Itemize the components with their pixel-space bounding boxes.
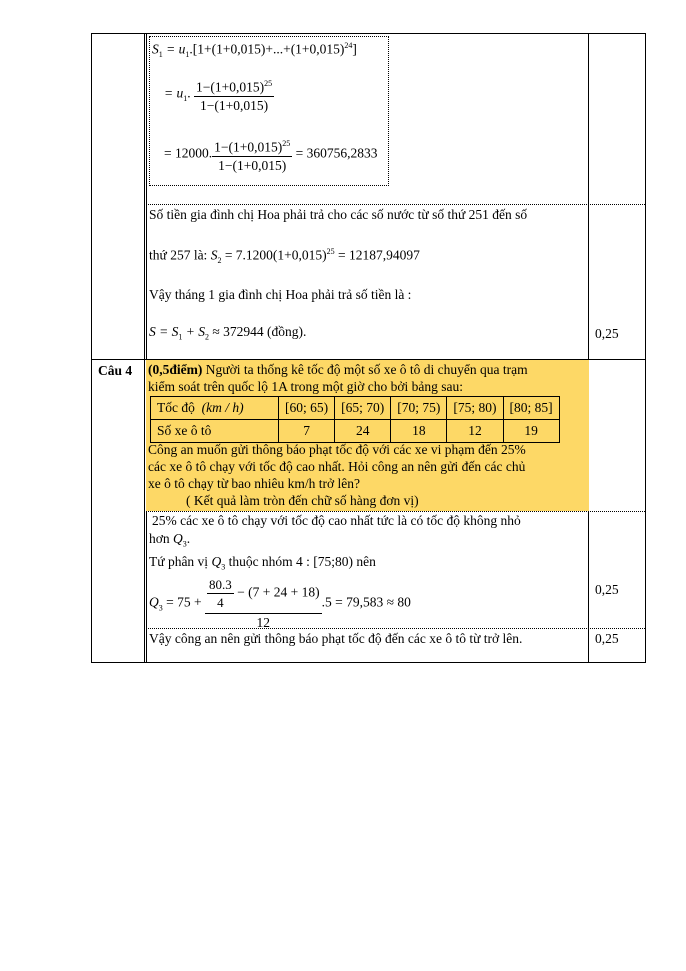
interval-cell: [70; 75) [390, 396, 448, 420]
count-cell: 18 [390, 419, 448, 443]
math: .5 = 79,583 ≈ 80 [321, 594, 411, 610]
text-line: xe ô tô chạy từ bao nhiêu km/h trở lên? [148, 476, 361, 491]
math: = 360756,2833 [295, 145, 378, 161]
divider [146, 34, 147, 662]
math: .[1+(1+0,015)+...+(1+0,015) [189, 41, 345, 57]
text: Người ta thống kê tốc độ một số xe ô tô … [202, 362, 528, 377]
text: thứ 257 là: [149, 247, 211, 263]
math: 24 [344, 41, 353, 50]
count-cell: 12 [446, 419, 504, 443]
score: 0,25 [595, 326, 619, 341]
math: 80.3 [206, 577, 234, 594]
math: 1 [158, 50, 163, 60]
text: thuộc nhóm 4 : [75;80) nên [225, 554, 376, 569]
interval-cell: [75; 80) [446, 396, 504, 420]
math: = u [164, 85, 184, 101]
text: Tứ phân vị [149, 554, 212, 569]
math: 1−(1+0,015) [196, 79, 265, 95]
score: 0,25 [595, 631, 619, 646]
text-line: Tứ phân vị Q3 thuộc nhóm 4 : [75;80) nên [149, 554, 376, 572]
math: S = S [149, 324, 179, 339]
divider [146, 511, 645, 512]
math: Q [149, 594, 159, 610]
text-line: S = S1 + S2 ≈ 372944 (đồng). [149, 324, 306, 342]
text-line: Vậy tháng 1 gia đình chị Hoa phải trả số… [149, 287, 412, 302]
math: = 7.1200(1+0,015) [221, 247, 327, 263]
interval-cell: [80; 85] [502, 396, 560, 420]
count-cell: 7 [277, 419, 336, 443]
math: 1 [183, 94, 188, 104]
math: 12 [256, 615, 271, 630]
divider [588, 34, 589, 662]
math: 1 [178, 332, 183, 342]
text-line: ( Kết quả làm tròn đến chữ số hàng đơn v… [186, 493, 419, 508]
math: = 75 + [162, 594, 205, 610]
math: 1−(1+0,015) [214, 139, 283, 155]
text-line: Công an muốn gửi thông báo phạt tốc độ v… [148, 442, 526, 457]
text-line: (0,5điểm) Người ta thống kê tốc độ một s… [148, 362, 528, 378]
math: 4 [217, 595, 224, 610]
math: 2 [217, 256, 222, 266]
question-highlight: (0,5điểm) Người ta thống kê tốc độ một s… [146, 360, 589, 511]
score: 0,25 [595, 582, 619, 597]
interval-cell: [60; 65) [277, 396, 336, 420]
text-line: 25% các xe ô tô chạy với tốc độ cao nhất… [152, 513, 521, 528]
text-line: thứ 257 là: S2 = 7.1200(1+0,015)25 = 121… [149, 247, 420, 265]
math: 25 [326, 247, 335, 256]
math: Q [173, 531, 183, 546]
divider [146, 204, 645, 205]
divider [92, 359, 645, 360]
math: + S [182, 324, 205, 339]
question-label: Câu 4 [98, 363, 133, 378]
math: 3 [158, 603, 163, 613]
math: 1−(1+0,015) [218, 157, 287, 173]
math: ≈ 372944 [209, 324, 264, 339]
text: (đồng). [263, 324, 307, 339]
formula-s1-line1: S1 = u1.[1+(1+0,015)+...+(1+0,015)24] [152, 41, 357, 59]
text-line: Vậy công an nên gửi thông báo phạt tốc đ… [149, 631, 523, 646]
math: = u [162, 41, 186, 57]
formula-box-s1: S1 = u1.[1+(1+0,015)+...+(1+0,015)24] = … [149, 36, 389, 186]
math: 1 [185, 50, 190, 60]
interval-cell: [65; 70) [334, 396, 392, 420]
math: Q [211, 554, 222, 569]
math: 2 [205, 332, 209, 342]
math: = 12187,94097 [334, 247, 420, 263]
text-line: Số tiền gia đình chị Hoa phải trả cho cá… [149, 207, 528, 222]
text-line: hơn Q3. [149, 531, 191, 549]
speed-table: Tốc độ (km / h) [60; 65)[65; 70)[70; 75)… [150, 396, 560, 443]
points: (0,5điểm) [148, 362, 203, 377]
math: 1−(1+0,015) [200, 97, 269, 113]
math: = 12000. [164, 145, 213, 161]
count-cell: 24 [334, 419, 392, 443]
header-cell: Tốc độ (km / h) [150, 396, 279, 420]
text: Tốc độ [157, 400, 195, 415]
math: 3 [221, 562, 226, 572]
text: hơn [149, 531, 174, 546]
math: − (7 + 24 + 18) [233, 584, 320, 600]
answer-table: S1 = u1.[1+(1+0,015)+...+(1+0,015)24] = … [91, 33, 646, 663]
math: ] [352, 41, 357, 57]
text: (km / h) [201, 400, 244, 415]
text-line: kiểm soát trên quốc lộ 1A trong một giờ … [148, 379, 463, 394]
math: S [210, 247, 218, 263]
math: 3 [182, 539, 187, 549]
text-line: các xe ô tô chạy với tốc độ cao nhất. Hỏ… [148, 459, 526, 474]
math: 25 [282, 139, 291, 148]
count-cell: 19 [502, 419, 560, 443]
divider [144, 34, 145, 662]
math: 25 [264, 79, 273, 88]
row-label: Số xe ô tô [150, 419, 279, 443]
divider [146, 628, 645, 629]
math: S [152, 41, 159, 57]
